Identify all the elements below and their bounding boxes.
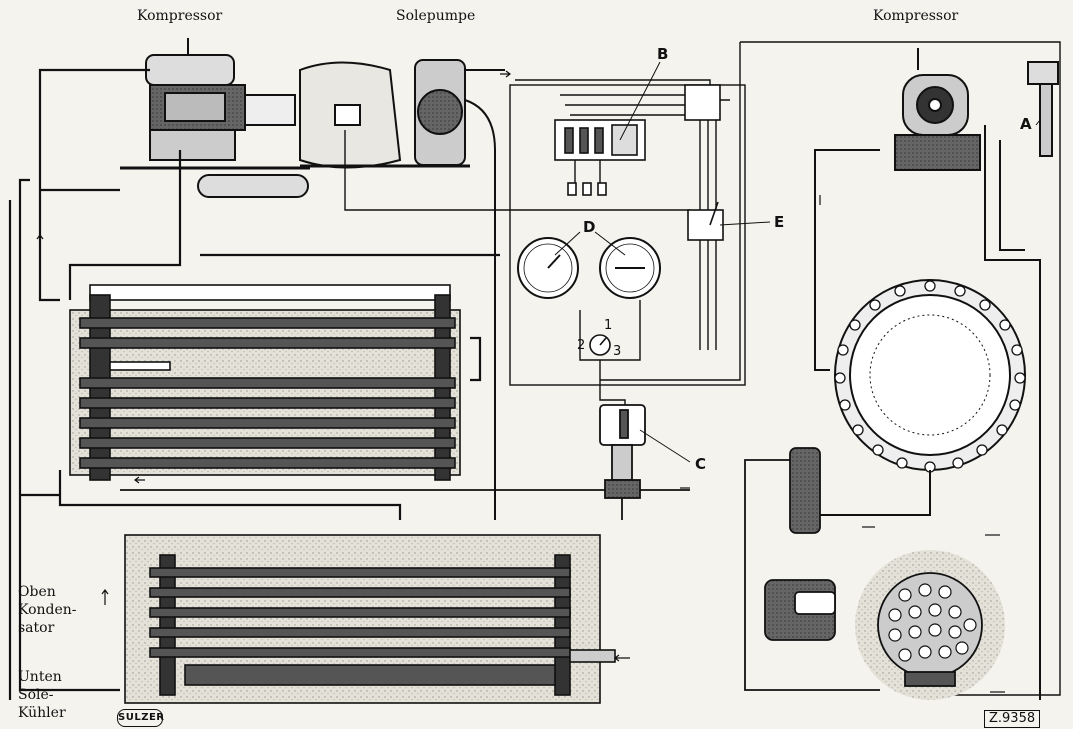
label-brine-pump: Solepumpe <box>396 8 476 24</box>
figure-code: Z.9358 <box>984 710 1041 728</box>
sulzer-logo: SULZER <box>117 709 164 727</box>
legend-top-line1: Oben <box>18 584 56 600</box>
compressor-right <box>814 48 1041 700</box>
legend-bottom-line3: Kühler <box>18 705 66 721</box>
relay-b <box>554 84 721 196</box>
gauges-d <box>517 237 661 299</box>
callout-a: A <box>1020 115 1032 133</box>
callout-d: D <box>583 218 596 236</box>
switch-e <box>687 201 724 241</box>
condenser-right <box>764 550 1005 700</box>
legend-top-line3: sator <box>18 620 55 636</box>
separator <box>744 447 880 691</box>
legend-top-line2: Konden- <box>18 602 77 618</box>
legend-bottom: Unten Sole- Kühler <box>18 668 66 722</box>
compressor-left <box>120 38 310 198</box>
drive-motor <box>244 61 470 169</box>
label-compressor-left: Kompressor <box>137 8 223 24</box>
expansion-valve-c <box>120 404 690 520</box>
valve-a <box>1027 61 1059 157</box>
brine-cooler <box>124 534 616 704</box>
brine-pump <box>414 59 505 520</box>
legend-bottom-line2: Sole- <box>18 687 54 703</box>
control-piping <box>344 41 1061 696</box>
evaporator-drum <box>810 279 1026 516</box>
label-compressor-right: Kompressor <box>873 8 959 24</box>
callout-e: E <box>774 213 785 231</box>
legend-top: Oben Konden- sator <box>18 583 77 637</box>
piping-left <box>8 68 500 700</box>
callout-b: B <box>657 45 669 63</box>
valve-port-3: 3 <box>613 344 622 359</box>
flow-arrows <box>36 70 1005 693</box>
valve-port-1: 1 <box>604 318 613 333</box>
legend-bottom-line1: Unten <box>18 669 62 685</box>
condenser <box>69 284 461 481</box>
three-way-valve <box>589 334 611 356</box>
callout-c: C <box>695 455 707 473</box>
callout-leaders <box>554 61 1041 463</box>
valve-port-2: 2 <box>577 338 586 353</box>
